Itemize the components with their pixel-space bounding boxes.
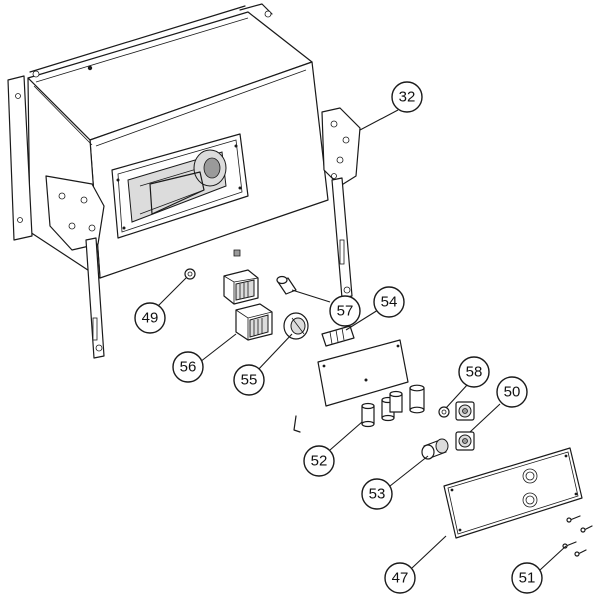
callout-53-label: 53 bbox=[369, 486, 386, 503]
callout-55: 55 bbox=[233, 364, 265, 396]
right-rigging-bracket bbox=[321, 107, 361, 299]
part-51-screws bbox=[562, 515, 593, 557]
callout-52: 52 bbox=[303, 445, 335, 477]
part-56-transformer bbox=[235, 303, 273, 341]
part-49-bushing bbox=[184, 268, 196, 280]
callout-47-label: 47 bbox=[392, 570, 409, 587]
callout-57: 57 bbox=[329, 295, 361, 327]
part-55-round-component bbox=[283, 312, 309, 340]
callout-50-label: 50 bbox=[504, 384, 521, 401]
callout-56: 56 bbox=[172, 351, 204, 383]
callout-55-label: 55 bbox=[241, 372, 258, 389]
wire-clip bbox=[293, 415, 301, 433]
callout-32: 32 bbox=[391, 81, 423, 113]
part-52-capacitors bbox=[361, 384, 425, 428]
transformer-upper bbox=[223, 269, 259, 305]
part-54-terminal-strip bbox=[321, 325, 355, 347]
callout-50: 50 bbox=[496, 376, 528, 408]
leader-lines bbox=[157, 109, 567, 571]
callout-49: 49 bbox=[134, 302, 166, 334]
callout-54: 54 bbox=[373, 286, 405, 318]
callout-51-label: 51 bbox=[519, 570, 536, 587]
callout-58-label: 58 bbox=[466, 364, 483, 381]
part-53-inductor bbox=[421, 438, 449, 460]
callout-57-label: 57 bbox=[337, 303, 354, 320]
callout-58: 58 bbox=[458, 356, 490, 388]
callout-56-label: 56 bbox=[180, 359, 197, 376]
callout-32-label: 32 bbox=[399, 89, 416, 106]
small-screw bbox=[233, 249, 241, 257]
horn-waveguide bbox=[111, 133, 249, 239]
callout-53: 53 bbox=[361, 478, 393, 510]
crossover-circuit-board bbox=[317, 339, 409, 407]
callout-54-label: 54 bbox=[381, 294, 398, 311]
left-rigging-bracket bbox=[7, 75, 105, 359]
callout-52-label: 52 bbox=[311, 453, 328, 470]
part-58-washer bbox=[438, 406, 450, 418]
callout-51: 51 bbox=[511, 562, 543, 594]
callout-49-label: 49 bbox=[142, 310, 159, 327]
callout-47: 47 bbox=[384, 562, 416, 594]
part-47-input-panel bbox=[443, 447, 583, 539]
part-57-capacitor bbox=[276, 275, 297, 295]
part-50-connectors bbox=[455, 401, 475, 451]
